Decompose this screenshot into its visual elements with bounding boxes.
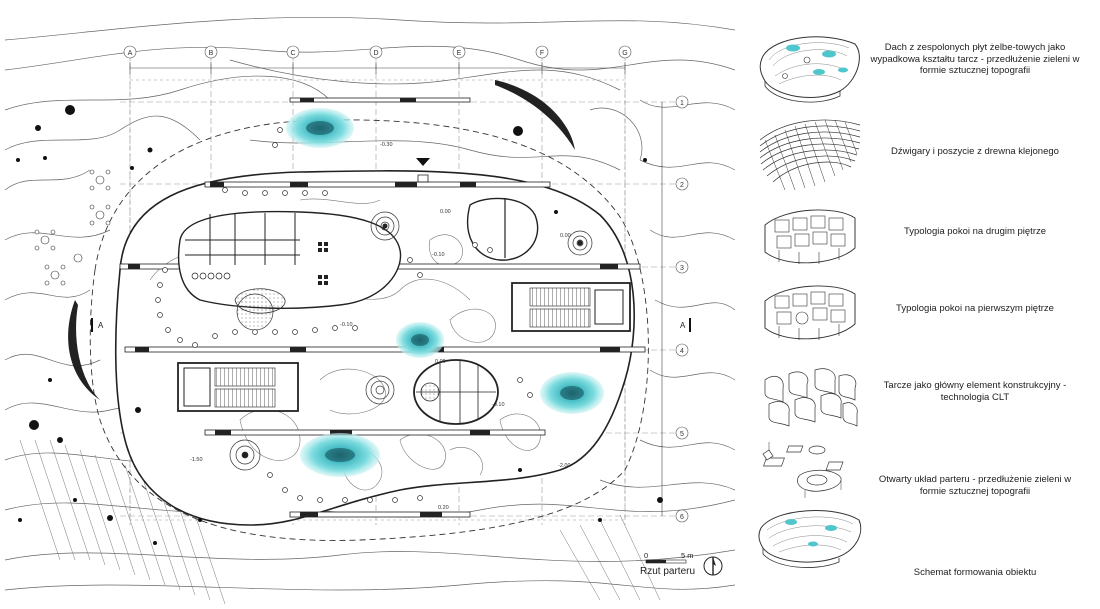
section-marker-east: A bbox=[680, 318, 691, 332]
scale-start-label: 0 bbox=[644, 551, 649, 560]
grid-label-3: 3 bbox=[680, 265, 684, 272]
rooms-first-floor-illustration bbox=[764, 285, 856, 340]
roof-scheme-illustration bbox=[759, 36, 860, 103]
kitchen-fixtures bbox=[318, 242, 328, 285]
entrance-marker bbox=[416, 158, 430, 166]
column-dots bbox=[155, 117, 533, 503]
ground-floor-plan: A B C D E F G 1 2 3 4 5 6 bbox=[4, 16, 736, 605]
level-label: -2.00 bbox=[558, 463, 571, 469]
level-label: -1.50 bbox=[190, 457, 203, 463]
grid-label-d: D bbox=[373, 50, 378, 57]
scale-end-label: 5 m bbox=[681, 551, 694, 560]
svg-text:A: A bbox=[98, 321, 104, 330]
outdoor-tables bbox=[34, 169, 111, 286]
scale-bar bbox=[645, 559, 687, 564]
plan-title: Rzut parteru bbox=[640, 566, 696, 577]
kitchen-zone bbox=[177, 210, 402, 309]
ground-floor-caption: Otwarty układ parteru - przedłużenie zie… bbox=[878, 474, 1072, 497]
grid-label-6: 6 bbox=[680, 514, 684, 521]
ground-floor-illustration bbox=[762, 442, 844, 498]
svg-text:A: A bbox=[680, 321, 686, 330]
level-label: -0.30 bbox=[380, 142, 393, 148]
rooms-second-floor-caption: Typologia pokoi na drugim piętrze bbox=[903, 226, 1047, 237]
kitchen-partitions bbox=[185, 213, 300, 265]
grid-label-5: 5 bbox=[680, 431, 684, 438]
retaining-wall-ne bbox=[495, 80, 575, 150]
grid-column-labels: A B C D E F G bbox=[123, 45, 632, 59]
level-label: -0.10 bbox=[492, 402, 505, 408]
trees bbox=[16, 105, 663, 545]
section-marker-west: A bbox=[91, 318, 104, 332]
dimension-line bbox=[129, 62, 663, 516]
retaining-wall-w bbox=[68, 300, 100, 400]
clt-walls-illustration bbox=[764, 368, 858, 427]
rooms-second-floor-illustration bbox=[764, 209, 856, 264]
beams-scheme-illustration bbox=[759, 119, 861, 191]
rooms-first-floor-caption: Typologia pokoi na pierwszym piętrze bbox=[896, 303, 1054, 314]
scheme-overall-caption: Schemat formowania obiektu bbox=[913, 567, 1037, 578]
level-labels: -0.30 0.00 -0.10 0.00 -0.10 0.00 -0.10 -… bbox=[190, 142, 571, 511]
grid-label-4: 4 bbox=[680, 348, 684, 355]
beams-caption: Dźwigary i poszycie z drewna klejonego bbox=[891, 146, 1059, 157]
site-boundary bbox=[89, 119, 649, 541]
grid-label-e: E bbox=[457, 50, 462, 57]
level-label: -0.10 bbox=[340, 322, 353, 328]
plan-drawing: A B C D E F G 1 2 3 4 5 6 bbox=[4, 16, 736, 605]
level-label: 0.00 bbox=[440, 209, 451, 215]
grid-label-1: 1 bbox=[680, 100, 684, 107]
construction-schemes: Dach z zespolonych płyt żelbe-towych jak… bbox=[735, 0, 1100, 604]
roof-caption: Dach z zespolonych płyt żelbe-towych jak… bbox=[870, 42, 1080, 76]
level-label: 0.20 bbox=[438, 505, 449, 511]
grid-label-g: G bbox=[622, 50, 627, 57]
grid-label-a: A bbox=[128, 50, 133, 57]
kitchen-stools bbox=[191, 272, 231, 280]
grid-label-f: F bbox=[540, 50, 544, 57]
grid-label-b: B bbox=[209, 50, 214, 57]
clt-walls-caption: Tarcze jako główny element konstrukcyjny… bbox=[883, 380, 1067, 403]
water-ponds bbox=[286, 108, 604, 477]
grid-label-2: 2 bbox=[680, 182, 684, 189]
grid-label-c: C bbox=[290, 50, 295, 57]
east-oval-room bbox=[466, 197, 539, 261]
level-label: 0.00 bbox=[435, 359, 446, 365]
north-arrow-icon bbox=[703, 556, 723, 576]
level-label: -0.10 bbox=[432, 252, 445, 258]
level-label: 0.00 bbox=[560, 233, 571, 239]
grid-row-labels: 1 2 3 4 5 6 bbox=[675, 95, 689, 523]
scheme-overall-illustration bbox=[758, 510, 862, 568]
terrain-hatch bbox=[19, 439, 661, 605]
